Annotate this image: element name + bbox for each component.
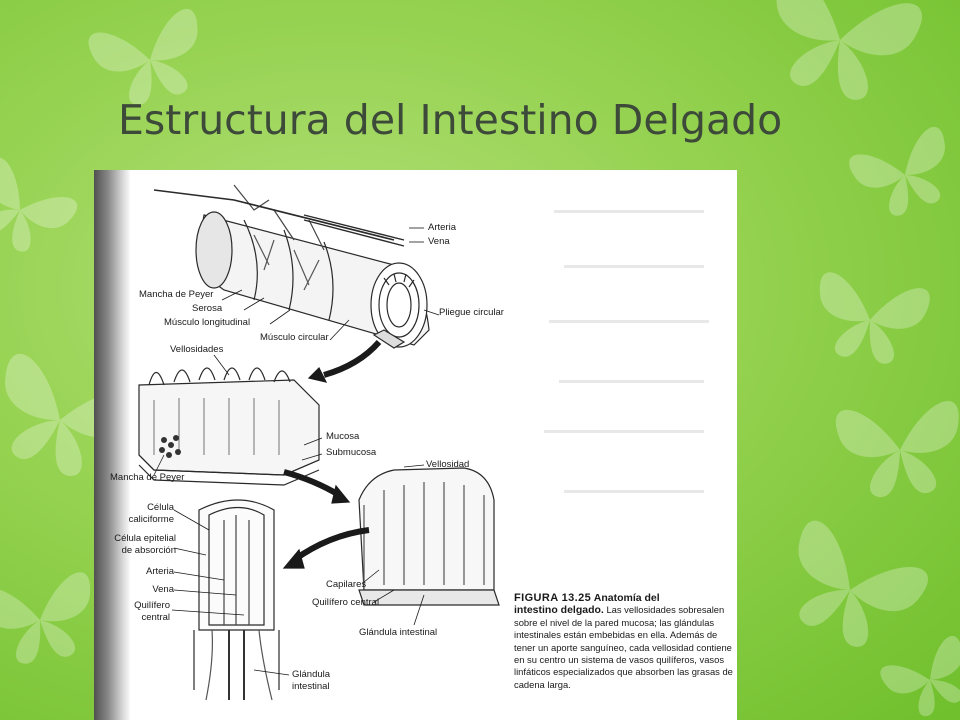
label-quilifero-central: Quilífero central — [312, 597, 380, 608]
label-musculo-longitudinal: Músculo longitudinal — [164, 317, 251, 328]
villus-detail-illustration — [193, 499, 280, 701]
label-vena-top: Vena — [428, 236, 450, 247]
label-vellosidades: Vellosidades — [170, 344, 224, 355]
label-glandula-intestinal-mid: Glándula intestinal — [359, 627, 438, 638]
butterfly-icon — [0, 154, 81, 266]
villus-row-illustration — [358, 467, 500, 606]
caption-title-part1: Anatomía del — [593, 592, 660, 604]
butterfly-icon — [808, 270, 932, 370]
caption-body: Las vellosidades sobresalen sobre el niv… — [514, 604, 733, 690]
bleed-through-line — [554, 210, 704, 213]
label-glandula-line1: Glándula — [292, 669, 331, 680]
label-mucosa: Mucosa — [326, 431, 360, 442]
label-celula-epitelial-line1: Célula epitelial — [114, 533, 176, 544]
label-submucosa: Submucosa — [326, 447, 377, 458]
label-musculo-circular: Músculo circular — [260, 332, 329, 343]
slide-title: Estructura del Intestino Delgado — [118, 96, 783, 144]
bleed-through-line — [549, 320, 709, 323]
scanned-figure: Arteria Vena Mancha de Peyer Serosa Músc… — [94, 170, 737, 720]
label-serosa: Serosa — [192, 303, 223, 314]
intestine-anatomy-diagram — [138, 184, 500, 701]
label-pliegue-circular: Pliegue circular — [439, 307, 504, 318]
bleed-through-line — [544, 430, 704, 433]
label-arteria-bottom: Arteria — [146, 566, 174, 577]
label-quilifero-line1: Quilífero — [134, 600, 170, 611]
label-glandula-line2: intestinal — [292, 681, 330, 692]
label-mancha-peyer-mid: Mancha de Peyer — [110, 472, 185, 483]
butterfly-icon — [0, 570, 102, 670]
label-quilifero-line2: central — [141, 612, 170, 623]
label-celula-epitelial-line2: de absorción — [121, 545, 176, 556]
label-mancha-peyer-top: Mancha de Peyer — [139, 289, 214, 300]
label-vellosidad: Vellosidad — [426, 459, 470, 470]
intestine-tube-illustration — [153, 184, 430, 349]
bleed-through-line — [564, 490, 704, 493]
label-arteria-top: Arteria — [428, 222, 456, 233]
butterfly-icon — [846, 124, 960, 226]
butterfly-icon — [834, 400, 960, 501]
butterfly-icon — [877, 633, 960, 720]
butterfly-icon — [754, 0, 926, 112]
villi-block-illustration — [138, 367, 320, 486]
caption-title-part2: intestino delgado. — [514, 604, 604, 617]
figure-caption: FIGURA 13.25 Anatomía del intestino delg… — [514, 592, 734, 691]
label-capilares: Capilares — [326, 579, 367, 590]
bleed-through-line — [559, 380, 704, 383]
label-celula-caliciforme-line2: caliciforme — [128, 514, 174, 525]
caption-figure-number: FIGURA 13.25 — [514, 592, 592, 604]
butterfly-icon — [767, 516, 933, 664]
book-gutter-shadow — [94, 170, 130, 720]
bleed-through-line — [564, 265, 704, 268]
label-vena-bottom: Vena — [152, 584, 174, 595]
label-celula-caliciforme-line1: Célula — [147, 502, 174, 513]
